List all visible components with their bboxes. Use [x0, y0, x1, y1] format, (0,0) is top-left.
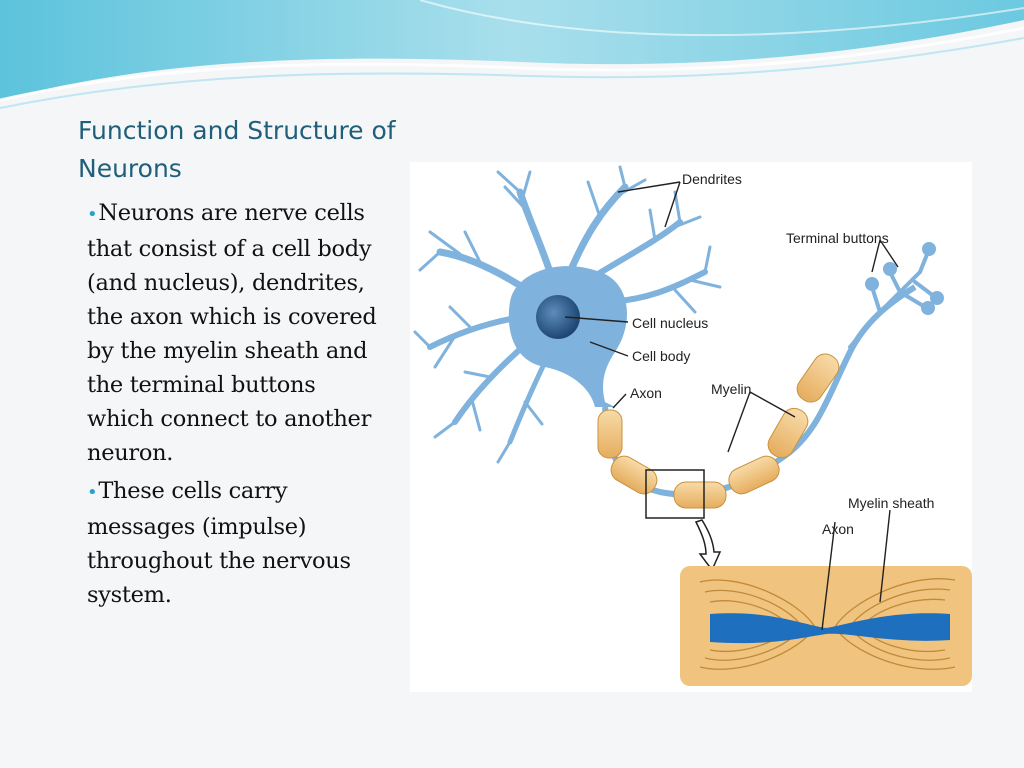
- label-cell-body: Cell body: [632, 348, 690, 364]
- label-myelin-sheath: Myelin sheath: [848, 495, 934, 511]
- slide-title: Function and Structure of Neurons: [78, 116, 396, 183]
- detail-arrow-icon: [694, 519, 722, 572]
- header-wave-decoration: [0, 0, 1024, 109]
- label-axon: Axon: [630, 385, 662, 401]
- bullet-item: •Neurons are nerve cells that consist of…: [87, 196, 387, 470]
- label-terminal-buttons: Terminal buttons: [786, 230, 889, 246]
- bullet-icon: •: [87, 204, 98, 225]
- myelin-sheath-detail: [680, 566, 972, 686]
- leader-lines: [564, 181, 899, 631]
- bullet-text: Neurons are nerve cells that consist of …: [87, 200, 377, 466]
- label-myelin: Myelin: [711, 381, 751, 397]
- bullet-text: These cells carry messages (impulse) thr…: [87, 478, 351, 608]
- bullet-icon: •: [87, 482, 98, 503]
- dendrites: [413, 165, 722, 464]
- neuron-diagram: Dendrites Terminal buttons Cell nucleus …: [410, 162, 972, 692]
- label-axon-detail: Axon: [822, 521, 854, 537]
- label-dendrites: Dendrites: [682, 171, 742, 187]
- label-cell-nucleus: Cell nucleus: [632, 315, 708, 331]
- bullet-item: •These cells carry messages (impulse) th…: [87, 474, 387, 612]
- terminal-buttons: [848, 242, 944, 349]
- cell-nucleus: [536, 295, 580, 339]
- detail-inset-box: [645, 469, 705, 519]
- bullet-list: •Neurons are nerve cells that consist of…: [87, 196, 387, 616]
